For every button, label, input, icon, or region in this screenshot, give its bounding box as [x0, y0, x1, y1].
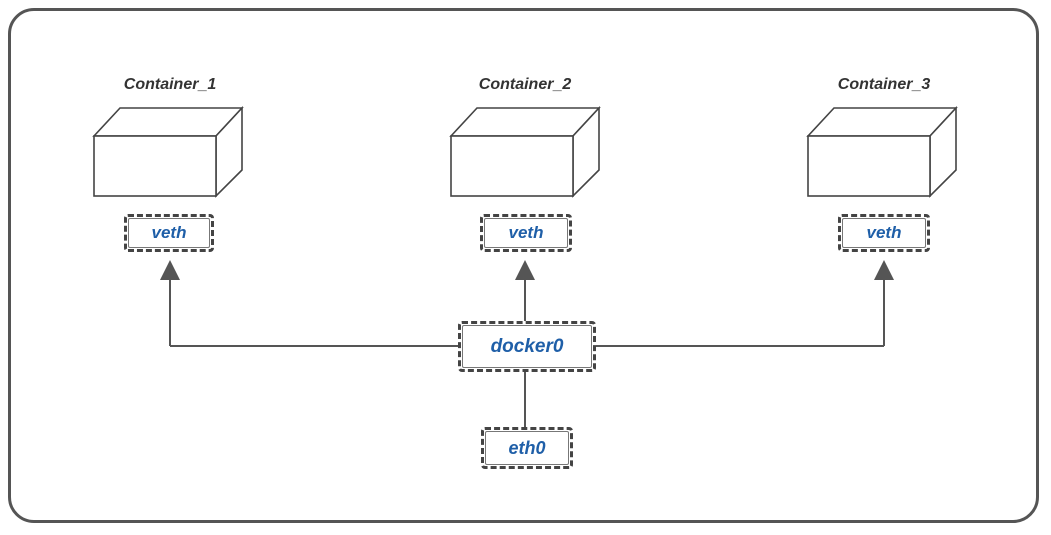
container-3-box	[806, 106, 958, 198]
container-1-box	[92, 106, 244, 198]
container-3-title: Container_3	[837, 76, 931, 93]
container-2-title: Container_2	[478, 76, 572, 93]
container-1-title: Container_1	[123, 76, 217, 93]
eth0-label: eth0	[481, 427, 573, 469]
container-2-box	[449, 106, 601, 198]
veth-2-label: veth	[480, 214, 572, 252]
veth-3-label: veth	[838, 214, 930, 252]
docker0-bridge-label: docker0	[458, 321, 596, 372]
veth-1-label: veth	[124, 214, 214, 252]
